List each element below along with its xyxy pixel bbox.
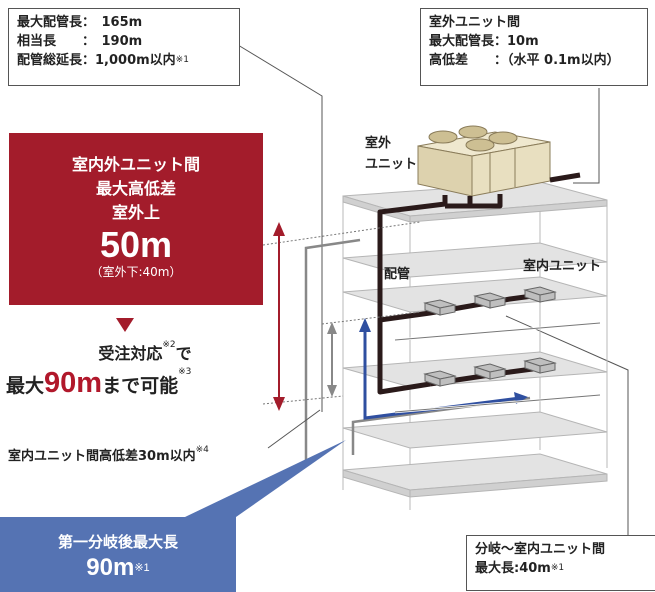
outdoor-height-diff: 高低差 ：（水平 0.1m以内） — [429, 53, 620, 68]
max-piping-length: 最大配管長： 165m — [17, 15, 143, 30]
order-support-text: 受注対応※2で — [98, 340, 192, 363]
red-line2: 最大高低差 — [95, 179, 176, 198]
outdoor-max-piping: 最大配管長：10m — [429, 34, 539, 49]
gray-height-arrow — [327, 322, 337, 397]
red-height-arrow — [273, 222, 285, 411]
blue-big-value: 90m — [86, 554, 135, 581]
equivalent-length: 相当長 ： 190m — [17, 34, 143, 49]
outdoor-unit-spec-box: 室外ユニット間 最大配管長：10m 高低差 ：（水平 0.1m以内） — [420, 8, 648, 86]
outdoor-units — [417, 125, 551, 197]
outdoor-between-title: 室外ユニット間 — [429, 15, 521, 30]
piping-length-box: 最大配管長： 165m 相当長 ： 190m 配管総延長：1,000m以内※1 — [8, 8, 240, 86]
floor-slabs — [342, 181, 608, 491]
pipe-label: 配管 — [384, 267, 411, 282]
indoor-height-diff-label: 室内ユニット間高低差30m以内※4 — [8, 445, 209, 464]
branch-to-indoor-box: 分岐～室内ユニット間 最大長:40m※1 — [466, 535, 655, 591]
max-height-diff-box: 室内外ユニット間 最大高低差 室外上 50m （室外下:40m） — [9, 133, 263, 305]
red-line3: 室外上 — [111, 203, 160, 222]
indoor-units — [423, 286, 557, 387]
first-branch-max-length-box: 第一分岐後最大長 90m※1 — [0, 517, 236, 592]
indoor-unit-label: 室内ユニット — [523, 259, 602, 274]
note-1: ※1 — [175, 55, 189, 65]
branch-line2: 最大長:40m — [475, 561, 551, 576]
leader-line-branch — [505, 315, 629, 535]
blue-line1: 第一分岐後最大長 — [57, 533, 178, 551]
red-small-note: （室外下:40m） — [90, 265, 182, 279]
branch-line1: 分岐～室内ユニット間 — [475, 542, 606, 557]
leader-line-top-left — [237, 44, 323, 412]
red-big-value: 50m — [99, 224, 173, 265]
down-triangle-icon — [116, 318, 134, 332]
outdoor-unit-label: 室外 ユニット — [365, 136, 418, 172]
total-piping-length: 配管総延長：1,000m以内 — [17, 53, 176, 68]
blue-callout-pointer — [185, 440, 346, 517]
red-line1: 室内外ユニット間 — [71, 155, 200, 174]
leader-line-top-right — [573, 88, 600, 184]
max-90m-text: 最大90mまで可能※3 — [6, 367, 192, 399]
